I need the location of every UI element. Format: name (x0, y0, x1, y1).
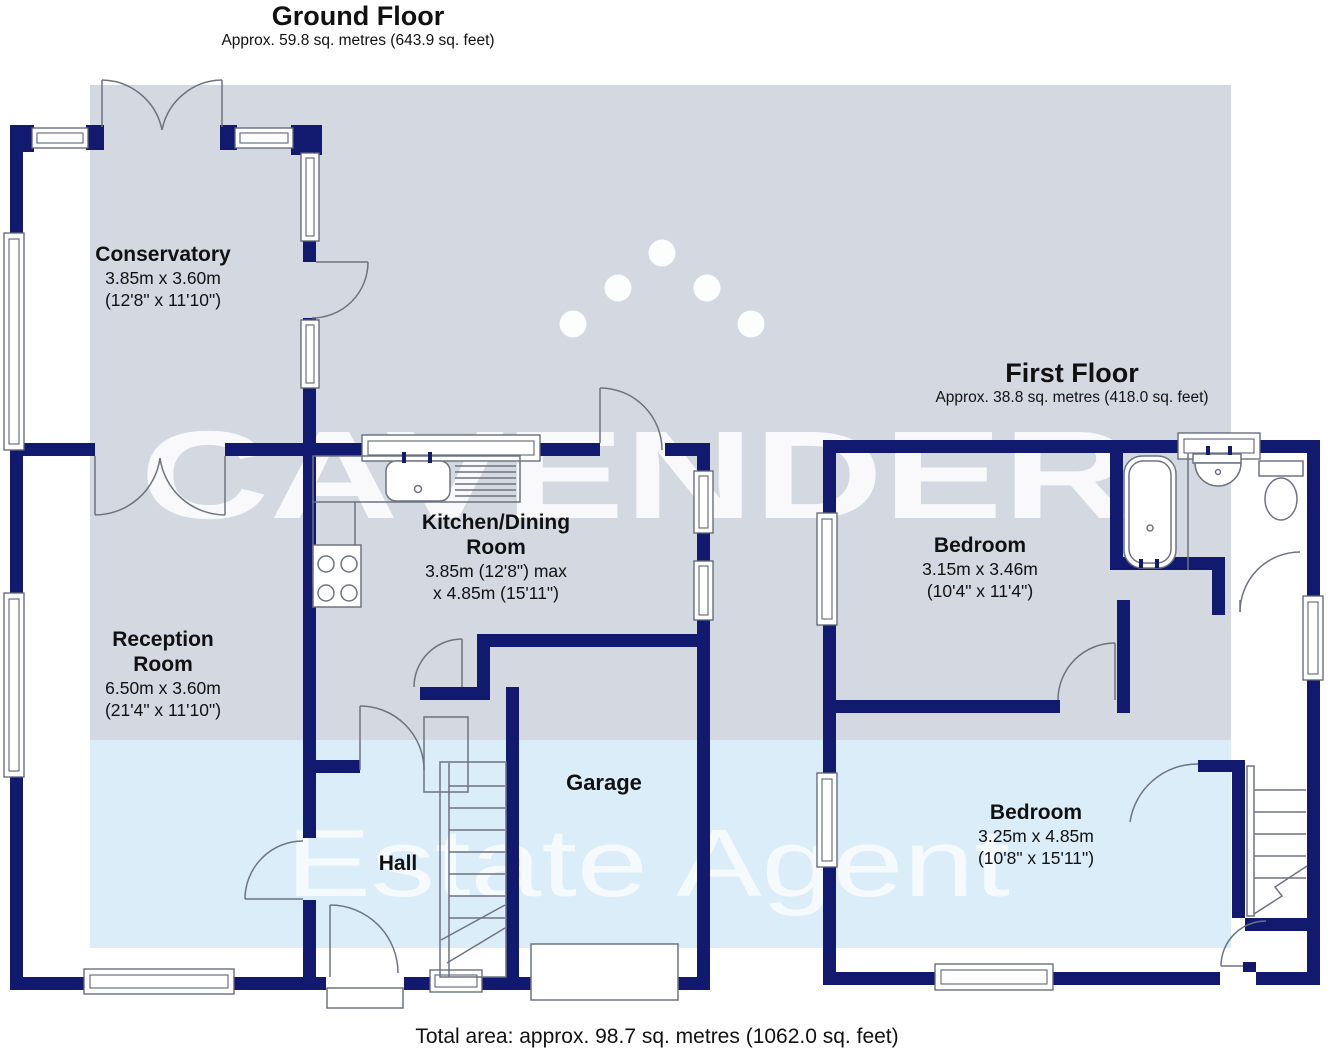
first-floor-plan (816, 432, 1324, 991)
drainer-icon (455, 465, 516, 497)
window (1302, 595, 1324, 681)
stairs-left-wall (1232, 760, 1245, 918)
room-label-kitchen: Kitchen/Dining Room 3.85m (12'8") max x … (421, 511, 571, 603)
window (3, 592, 25, 778)
watermark-brand-text: CAVENDER (140, 406, 1132, 545)
door-arc-closet (413, 638, 463, 688)
bathroom-return-wall (1212, 557, 1225, 615)
conservatory-top-stub-a (86, 125, 104, 150)
garage-left-wall (506, 687, 519, 977)
room-label-reception: Reception Room 6.50m x 3.60m (21'4" x 11… (104, 628, 222, 720)
french-door-conservatory (101, 79, 223, 131)
window (83, 968, 235, 995)
staircase-ground (439, 761, 507, 978)
watermark-logo-dots (559, 239, 765, 338)
gf-divider-wall-upper (303, 456, 316, 838)
understair-cupboard (423, 716, 469, 793)
door-arc-hall-kitchen (359, 705, 425, 771)
front-door-step (326, 987, 404, 1009)
small-door-stub (1243, 962, 1256, 972)
door-arc-reception-hall (244, 840, 304, 900)
room-label-bedroom2: Bedroom 3.25m x 4.85m (10'8" x 15'11") (977, 801, 1095, 868)
gf-divider-wall-lower (303, 900, 316, 977)
watermark-tagline-text: Estate Agent (286, 810, 1010, 917)
room-label-conservatory: Conservatory 3.85m x 3.60m (12'8" x 11'1… (95, 243, 231, 310)
hob-icon (312, 544, 362, 608)
garage-top-wall (490, 634, 710, 647)
bathroom-left-wall (1110, 440, 1123, 570)
window (816, 512, 838, 626)
ground-floor-subtitle: Approx. 59.8 sq. metres (643.9 sq. feet) (221, 32, 495, 49)
stairs-bottom-wall (1245, 918, 1320, 931)
gf-mid-wall-c (665, 443, 710, 456)
basin-icon (1192, 446, 1242, 487)
closet-top-wall (420, 687, 490, 700)
sink-icon (385, 452, 451, 502)
hall-stub-wall (303, 760, 360, 773)
ground-floor-title: Ground Floor (271, 1, 445, 31)
conservatory-corner-nw (10, 125, 34, 152)
door-arc-bedroom2 (1129, 763, 1199, 823)
door-arc-conservatory-side (311, 261, 369, 319)
window (361, 434, 541, 462)
window (429, 969, 483, 993)
ff-right-wall (1307, 440, 1320, 985)
room-label-bedroom1: Bedroom 3.15m x 3.46m (10'4" x 11'4") (922, 534, 1038, 601)
window (693, 470, 714, 534)
first-floor-subtitle: Approx. 38.8 sq. metres (418.0 sq. feet) (935, 389, 1209, 406)
door-arc-small-room (1220, 920, 1267, 967)
background-band-lower (90, 740, 1231, 948)
room-label-hall: Hall (378, 852, 418, 875)
first-floor-title: First Floor (1005, 358, 1139, 388)
background-band-upper (90, 85, 1231, 740)
gf-mid-wall-a (10, 443, 95, 456)
total-area-text: Total area: approx. 98.7 sq. metres (106… (415, 1025, 899, 1048)
bathtub-icon (1123, 455, 1177, 569)
lobby-wall (1117, 600, 1130, 713)
window (234, 127, 294, 149)
window (300, 152, 320, 242)
window (816, 772, 838, 868)
toilet-icon (1258, 460, 1304, 521)
conservatory-top-stub-b (220, 125, 237, 150)
ff-bottom-wall-right (1256, 972, 1320, 985)
garage-step-wall (477, 634, 490, 700)
french-door-reception (94, 456, 226, 516)
window (934, 963, 1054, 991)
door-arc-bedroom1 (1057, 642, 1116, 701)
staircase-first (1246, 765, 1308, 917)
window (31, 127, 89, 149)
door-arc-kitchen-back (599, 387, 663, 451)
door-arc-front-door (329, 904, 399, 977)
ground-floor-header: Ground Floor Approx. 59.8 sq. metres (64… (221, 1, 494, 50)
conservatory-right-wall-b (303, 240, 316, 262)
window (3, 232, 25, 451)
room-label-garage: Garage (566, 770, 642, 795)
window (300, 319, 320, 389)
bedroom-divider-wall (823, 700, 1060, 713)
window (693, 560, 714, 621)
garage-door (530, 943, 679, 1001)
ground-floor-plan (3, 79, 714, 1009)
door-arc-bathroom (1239, 551, 1301, 613)
landing-stub-wall (1198, 760, 1242, 772)
first-floor-header: First Floor Approx. 38.8 sq. metres (418… (935, 358, 1208, 407)
